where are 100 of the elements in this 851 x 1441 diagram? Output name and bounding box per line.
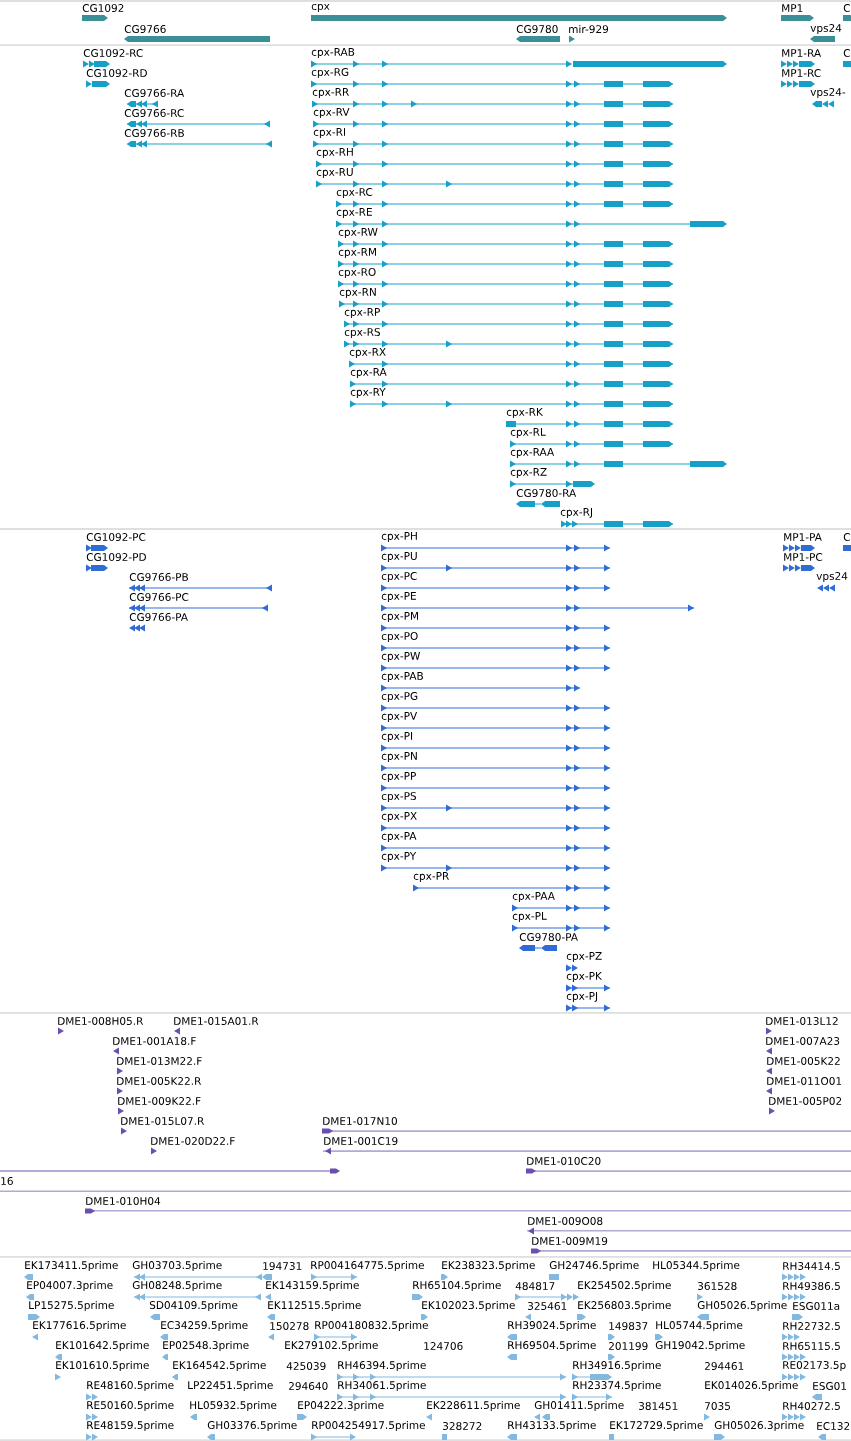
feature-label: RH23374.5prime [573, 1380, 661, 1392]
feature-label: 294461 [704, 1362, 744, 1370]
feature-label: cpx-PM [381, 612, 418, 622]
feature-label: EK014026.5prime [705, 1380, 798, 1392]
feature-label: 124706 [424, 1342, 463, 1350]
feature-label: cpx-RAA [510, 448, 555, 458]
feature-label: cpx-RA [350, 368, 387, 378]
feature-label: cpx-RS [344, 328, 380, 338]
feature-label: DME1-009M19 [532, 1237, 608, 1245]
feature-label: DME1-020D22.F [151, 1137, 235, 1145]
feature-label: MP1 [782, 4, 803, 12]
feature-label: 7035 [705, 1402, 730, 1410]
feature-label: CG9766-RA [124, 89, 185, 97]
feature-label: DME1-015L07.R [121, 1117, 204, 1125]
feature-label: DME1-011O01 [767, 1077, 842, 1085]
feature-label: MP1-PC [784, 553, 823, 561]
feature-label: DME1-009K22.F [118, 1097, 201, 1105]
feature-label: EK112515.5prime [268, 1300, 361, 1312]
feature-label: RP004254917.5prime [312, 1420, 425, 1432]
feature-label: cpx-PZ [566, 952, 602, 962]
feature-label: EK101642.5prime [56, 1340, 149, 1352]
feature-label: EK238323.5prime [442, 1260, 535, 1272]
feature-label: ESG01 [813, 1382, 846, 1390]
feature-label: DME1-005K22.R [117, 1077, 202, 1085]
feature-label: HL05344.5prime [653, 1260, 740, 1272]
feature-label: RE48159.5prime [87, 1420, 174, 1432]
feature-label: DME1-009O08 [528, 1217, 603, 1225]
feature-label: cpx-RE [336, 208, 372, 218]
feature-label: EK143159.5prime [266, 1280, 359, 1292]
feature-label: 381451 [639, 1402, 678, 1410]
feature-label: RH34414.5 [783, 1262, 840, 1270]
feature-label: GH05026.5prime [697, 1300, 787, 1312]
feature-label: CG9766-RC [124, 109, 184, 117]
feature-label: GH08248.5prime [132, 1280, 222, 1292]
feature-label: 484817 [515, 1282, 555, 1290]
feature-label: CG9766-PB [129, 573, 188, 581]
feature-label: 149837 [609, 1322, 648, 1330]
feature-label: EK256803.5prime [578, 1300, 671, 1312]
feature-label: cpx-PA [381, 832, 417, 842]
feature-label: 425039 [286, 1362, 326, 1370]
feature-label: DME1-005K22 [767, 1057, 840, 1065]
feature-label: vps24 [816, 572, 848, 582]
feature-label: cpx-RY [350, 388, 386, 398]
feature-label: C [843, 533, 850, 541]
feature-label: cpx-PW [381, 652, 420, 662]
feature-label: GH05026.3prime [714, 1420, 804, 1432]
feature-label: MP1-PA [784, 533, 822, 541]
feature-label: DME1-017N10 [323, 1117, 397, 1125]
feature-label: cpx-RZ [510, 468, 547, 478]
feature-label: cpx-RN [339, 288, 376, 298]
feature-label: CG1092-RC [83, 49, 143, 57]
feature-label: EK101610.5prime [56, 1360, 149, 1372]
feature-label: DME1-001A18.F [113, 1037, 196, 1045]
feature-label: cpx-RP [344, 308, 380, 318]
feature-label: CG9780-RA [516, 489, 577, 497]
feature-label: RH65115.5 [783, 1342, 840, 1350]
feature-label: EC132 [817, 1422, 850, 1430]
feature-label: RE50160.5prime [87, 1400, 174, 1412]
feature-label: RH34061.5prime [338, 1380, 426, 1392]
feature-label: RE48160.5prime [87, 1380, 174, 1392]
feature-label: HL05932.5prime [190, 1400, 277, 1412]
feature-label: 361528 [698, 1282, 737, 1290]
feature-label: cpx-RC [336, 188, 373, 198]
feature-label: CG9766-PA [129, 613, 188, 621]
feature-label: 328272 [443, 1422, 482, 1430]
feature-label: EK164542.5prime [173, 1360, 266, 1372]
feature-label: LP15275.5prime [29, 1300, 114, 1312]
feature-label: CG9766-PC [129, 593, 189, 601]
feature-label: GH03376.5prime [207, 1420, 297, 1432]
feature-label: CG9780-PA [519, 933, 578, 941]
feature-label: EC34259.5prime [161, 1320, 248, 1332]
feature-label: cpx-RJ [560, 508, 592, 518]
feature-label: vps24- [810, 88, 846, 98]
feature-label: MP1-RC [782, 69, 821, 77]
feature-label: CG1092-RD [86, 69, 147, 77]
feature-label: cpx-RAB [311, 48, 355, 58]
feature-label: GH24746.5prime [549, 1260, 639, 1272]
feature-label: cpx-RW [338, 228, 378, 238]
feature-label: EK279102.5prime [285, 1340, 378, 1352]
feature-label: DME1-013M22.F [117, 1057, 202, 1065]
feature-label: cpx-PL [512, 912, 547, 922]
feature-label: vps24 [810, 24, 842, 34]
feature-label: CG9766 [124, 25, 166, 33]
feature-label: EP04222.3prime [298, 1400, 384, 1412]
feature-label: cpx-RK [506, 408, 544, 418]
feature-label: C [843, 49, 850, 57]
feature-label: 194731 [263, 1262, 302, 1270]
feature-label: RH65104.5prime [413, 1280, 501, 1292]
feature-label: cpx-RM [338, 248, 376, 258]
feature-label: cpx-PN [381, 752, 417, 762]
feature-label: EK102023.5prime [422, 1300, 515, 1312]
feature-label: cpx-PR [413, 872, 449, 882]
feature-label: cpx-PAA [512, 892, 555, 902]
feature-label: cpx-PX [381, 812, 417, 822]
feature-label: cpx-PP [381, 772, 416, 782]
feature-label: EP04007.3prime [27, 1280, 113, 1292]
feature-label: cpx-PU [381, 552, 417, 562]
feature-label: cpx-PS [381, 792, 417, 802]
feature-label: CG1092-PD [86, 553, 146, 561]
feature-label: DME1-010C20 [527, 1157, 601, 1165]
